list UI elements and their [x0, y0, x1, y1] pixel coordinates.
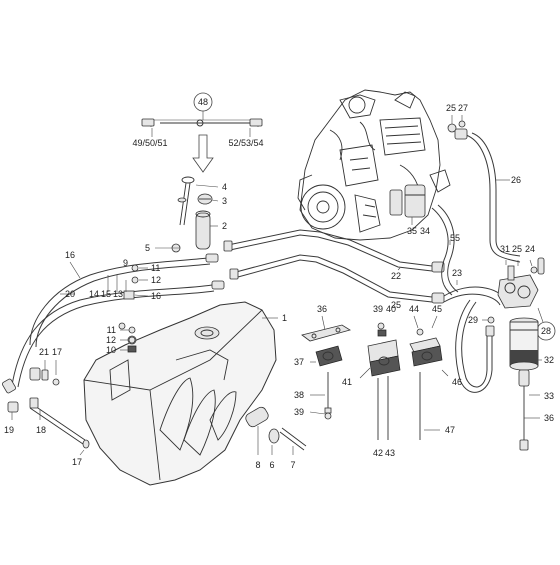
callout-group-48: 48 49/50/51 52/53/54 [132, 92, 264, 173]
callout-21: 21 [39, 347, 49, 357]
callout-16-left: 16 [65, 250, 75, 260]
callout-22: 25 [391, 300, 401, 310]
filter-head-assembly: 31 25 24 28 [497, 244, 556, 341]
callout-49-50-51: 49/50/51 [132, 138, 167, 148]
callout-7: 7 [290, 460, 295, 470]
callout-33: 36 [544, 413, 554, 423]
callout-27: 27 [458, 103, 468, 113]
direction-arrow-icon [192, 134, 214, 173]
callout-2: 2 [222, 221, 227, 231]
callout-39-upper: 39 [373, 304, 383, 314]
clamp-assembly-44-47: 44 45 46 47 [409, 304, 462, 440]
callout-32: 33 [544, 391, 554, 401]
engine-illustration [297, 89, 451, 241]
callout-14: 14 [89, 289, 99, 299]
callout-28: 28 [541, 326, 551, 336]
callout-52-53-54: 52/53/54 [228, 138, 263, 148]
callout-48: 48 [198, 97, 208, 107]
callout-9: 9 [123, 258, 128, 268]
callout-10: 10 [106, 345, 116, 355]
callout-38: 38 [294, 390, 304, 400]
callout-39-lower: 39 [294, 407, 304, 417]
callout-12-lower: 12 [106, 335, 116, 345]
callout-30: 31 [500, 244, 510, 254]
callout-42: 42 [373, 448, 383, 458]
callout-34: 34 [420, 226, 430, 236]
callout-3: 3 [222, 196, 227, 206]
fitting-group-25-27: 25 27 [446, 103, 468, 133]
callout-40: 40 [386, 304, 396, 314]
callout-17-lower: 17 [72, 457, 82, 467]
callout-19: 19 [4, 425, 14, 435]
callout-55: 55 [450, 233, 460, 243]
mounting-hardware-9-16: 9 11 12 16 14 15 13 20 11 12 10 [60, 258, 161, 355]
callout-45: 45 [432, 304, 442, 314]
callout-18: 18 [36, 425, 46, 435]
callout-35: 35 [407, 226, 417, 236]
callout-23: 22 [391, 271, 401, 281]
callout-47: 47 [445, 425, 455, 435]
callout-16-right: 16 [151, 291, 161, 301]
callout-20: 20 [65, 289, 75, 299]
callout-11-lower: 11 [107, 325, 116, 335]
engine-fuel-filter [404, 184, 426, 218]
callout-44: 44 [409, 304, 419, 314]
callout-25-right: 24 [525, 244, 535, 254]
callout-41: 41 [342, 377, 352, 387]
left-fittings: 19 21 17 18 17 [2, 347, 90, 467]
fuel-sender-unit: 5 4 3 2 [145, 176, 227, 253]
callout-36: 36 [317, 304, 327, 314]
callout-17-upper: 17 [52, 347, 62, 357]
callout-8: 8 [255, 460, 260, 470]
callout-29: 32 [544, 355, 554, 365]
callout-25-loop: 29 [468, 315, 478, 325]
callout-12-upper: 12 [151, 275, 161, 285]
callout-13: 13 [113, 289, 123, 299]
callout-31: 25 [512, 244, 522, 254]
bumper-hardware: 8 6 7 [245, 406, 307, 470]
callout-25-top: 25 [446, 103, 456, 113]
callout-6: 6 [269, 460, 274, 470]
callout-1: 1 [282, 313, 287, 323]
callout-26: 26 [511, 175, 521, 185]
fuel-filter-cartridge: 32 33 36 [509, 317, 554, 451]
callout-43: 43 [385, 448, 395, 458]
callout-37: 37 [294, 357, 304, 367]
callout-46: 46 [452, 377, 462, 387]
callout-4: 4 [222, 182, 227, 192]
callout-5: 5 [145, 243, 150, 253]
callout-15: 15 [101, 289, 111, 299]
clamp-assembly-36-43: 36 37 38 39 39 40 41 42 43 [294, 304, 401, 458]
callout-24: 23 [452, 268, 462, 278]
fuel-hoses [11, 128, 521, 393]
callout-11-upper: 11 [151, 263, 160, 273]
